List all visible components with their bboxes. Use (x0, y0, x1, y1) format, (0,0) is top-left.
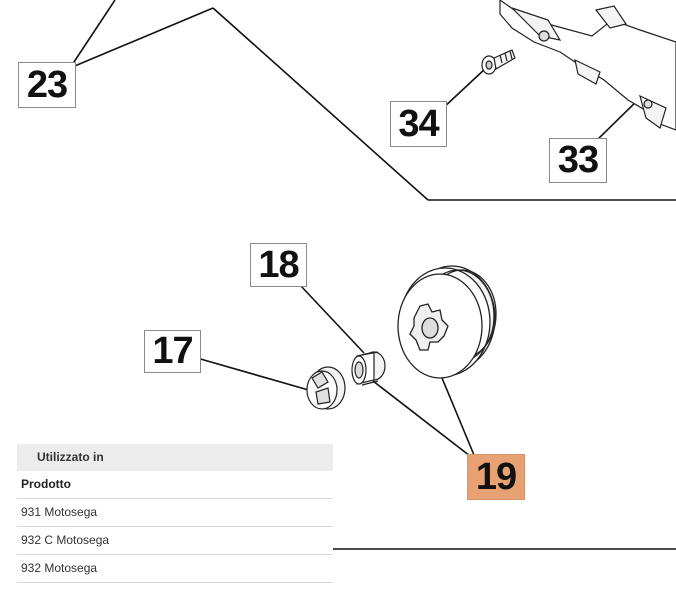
leader-19 (441, 377, 475, 456)
leader-18 (299, 284, 365, 354)
leader-lines (69, 0, 676, 550)
part-34-screw (481, 49, 516, 75)
leader-23-b (69, 7, 214, 69)
callout-18[interactable]: 18 (250, 243, 307, 287)
callout-17[interactable]: 17 (144, 330, 201, 373)
callout-19-selected[interactable]: 19 (467, 454, 525, 500)
leader-34 (441, 67, 487, 110)
used-in-title: Utilizzato in (17, 444, 333, 471)
leader-23-a (69, 0, 116, 69)
leader-17 (196, 357, 313, 392)
callout-33[interactable]: 33 (549, 138, 607, 183)
product-row[interactable]: 932 Motosega (17, 555, 333, 583)
product-row[interactable]: 932 C Motosega (17, 527, 333, 555)
product-row[interactable]: 931 Motosega (17, 499, 333, 527)
callout-34[interactable]: 34 (390, 101, 447, 147)
callout-23[interactable]: 23 (18, 62, 76, 108)
used-in-panel: Utilizzato in Prodotto 931 Motosega 932 … (17, 444, 333, 583)
product-column-header: Prodotto (17, 471, 333, 499)
part-19-clutch-drum (397, 265, 497, 379)
part-33-chain-guard (499, 0, 676, 131)
leader-18-19 (372, 380, 471, 457)
part-18-needle-bearing (351, 351, 386, 386)
part-17-washer (306, 366, 346, 410)
outline-line-diagonal (212, 7, 429, 201)
